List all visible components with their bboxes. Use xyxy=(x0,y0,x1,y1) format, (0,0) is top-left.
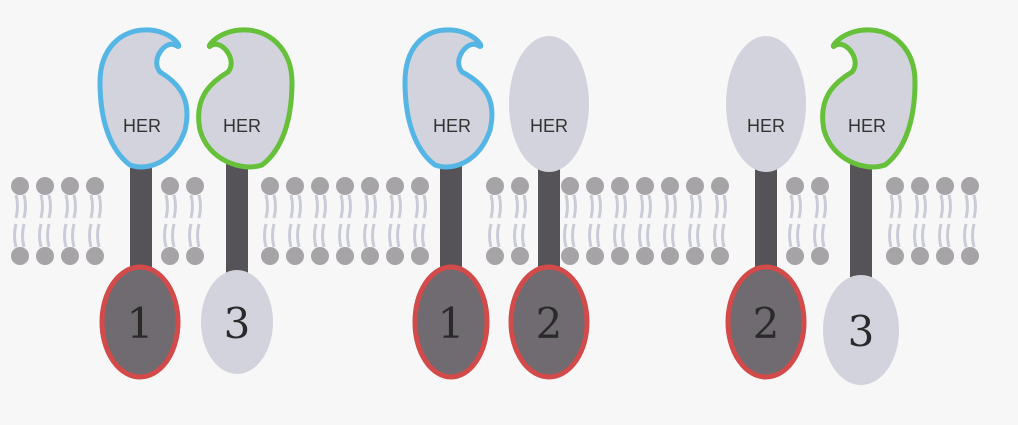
phospholipid xyxy=(561,224,579,265)
phospholipid xyxy=(86,224,104,265)
phospholipid xyxy=(36,224,54,265)
receptor-kinase-label: 1 xyxy=(127,299,154,348)
phospholipid xyxy=(161,224,179,265)
receptor-head-label: HER xyxy=(747,116,785,136)
receptor-head-label: HER xyxy=(123,116,161,136)
phospholipid xyxy=(911,177,929,218)
phospholipid xyxy=(411,224,429,265)
phospholipid xyxy=(936,224,954,265)
phospholipid xyxy=(61,224,79,265)
receptor-kinase-label: 2 xyxy=(536,299,563,348)
phospholipid xyxy=(311,224,329,265)
phospholipid xyxy=(336,177,354,218)
receptor-kinase-label: 3 xyxy=(848,307,875,356)
receptor-stalk xyxy=(538,160,560,280)
dimer-2: HER 1 HER 2 xyxy=(405,30,589,377)
phospholipid xyxy=(786,177,804,218)
dimer-1: HER 1 HER 3 xyxy=(100,30,292,377)
receptor-stalk xyxy=(755,160,777,280)
phospholipid xyxy=(686,224,704,265)
receptor-head-cupped xyxy=(100,30,187,167)
phospholipid xyxy=(386,224,404,265)
phospholipid xyxy=(911,224,929,265)
phospholipid xyxy=(36,177,54,218)
phospholipid xyxy=(936,177,954,218)
phospholipid xyxy=(86,177,104,218)
phospholipid xyxy=(711,177,729,218)
phospholipid xyxy=(411,177,429,218)
phospholipid xyxy=(636,177,654,218)
phospholipid xyxy=(386,177,404,218)
phospholipid xyxy=(636,224,654,265)
phospholipid xyxy=(336,224,354,265)
phospholipid xyxy=(486,224,504,265)
phospholipid xyxy=(611,177,629,218)
phospholipid xyxy=(611,224,629,265)
phospholipid xyxy=(286,224,304,265)
phospholipid xyxy=(261,177,279,218)
phospholipid xyxy=(661,177,679,218)
phospholipid xyxy=(361,177,379,218)
phospholipid xyxy=(586,177,604,218)
receptor-head-label: HER xyxy=(433,116,471,136)
phospholipid xyxy=(486,177,504,218)
phospholipid xyxy=(286,177,304,218)
phospholipid xyxy=(11,177,29,218)
receptor-stalk xyxy=(130,160,152,280)
receptor-kinase-label: 1 xyxy=(438,299,465,348)
receptor-head-label: HER xyxy=(530,116,568,136)
phospholipid xyxy=(186,177,204,218)
receptor-kinase-label: 2 xyxy=(753,299,780,348)
receptor-kinase-label: 3 xyxy=(224,299,251,348)
receptor-head-oval xyxy=(509,36,589,172)
phospholipid xyxy=(886,177,904,218)
phospholipid xyxy=(961,224,979,265)
dimer-3: HER 2 HER 3 xyxy=(726,30,915,385)
phospholipid xyxy=(811,177,829,218)
phospholipid xyxy=(811,224,829,265)
phospholipid xyxy=(261,224,279,265)
receptor-stalk xyxy=(440,160,462,280)
phospholipid xyxy=(686,177,704,218)
phospholipid xyxy=(561,177,579,218)
phospholipid xyxy=(961,177,979,218)
phospholipid xyxy=(661,224,679,265)
phospholipid xyxy=(311,177,329,218)
receptor-1-2: HER 3 xyxy=(199,30,292,374)
phospholipid xyxy=(361,224,379,265)
phospholipid xyxy=(11,224,29,265)
phospholipid xyxy=(61,177,79,218)
phospholipid xyxy=(161,177,179,218)
phospholipid xyxy=(511,224,529,265)
receptor-head-label: HER xyxy=(223,116,261,136)
receptor-head-cupped xyxy=(199,30,292,167)
receptor-head-cupped xyxy=(405,30,492,167)
phospholipid xyxy=(886,224,904,265)
receptor-head-oval xyxy=(726,36,806,172)
phospholipid xyxy=(711,224,729,265)
receptor-stalk xyxy=(850,160,872,280)
receptor-head-label: HER xyxy=(848,116,886,136)
receptor-stalk xyxy=(226,160,248,280)
phospholipid xyxy=(786,224,804,265)
cell-membrane xyxy=(11,177,979,265)
phospholipid xyxy=(586,224,604,265)
phospholipid xyxy=(186,224,204,265)
receptor-head-cupped xyxy=(823,30,915,167)
phospholipid xyxy=(511,177,529,218)
